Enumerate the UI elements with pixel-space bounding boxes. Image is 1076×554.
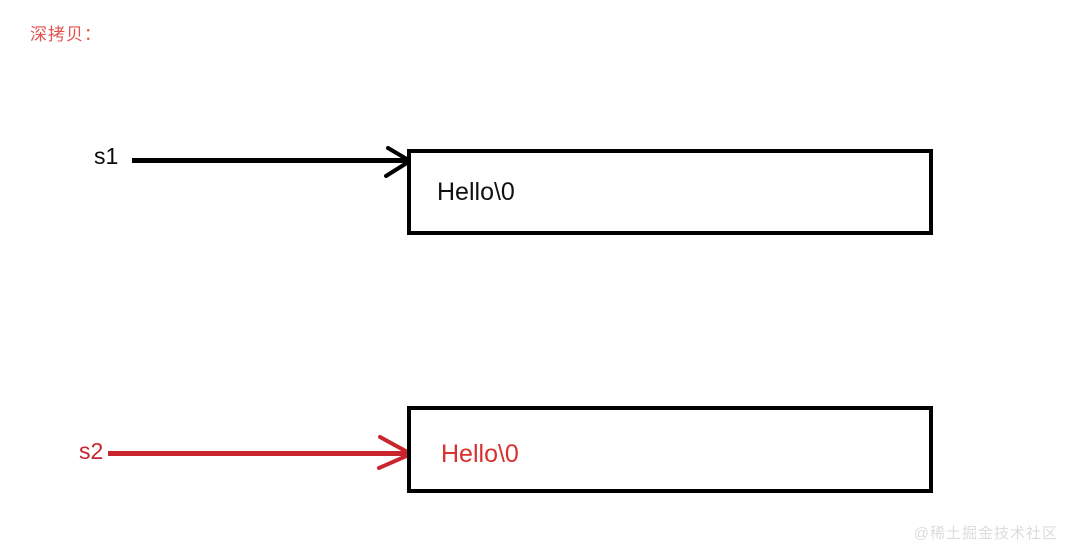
memory-box-copy-text: Hello\0 <box>441 440 519 468</box>
pointer-label-s1: s1 <box>94 143 119 169</box>
pointer-arrow-s2 <box>108 435 413 470</box>
memory-box-copy <box>407 406 933 493</box>
watermark: @稀土掘金技术社区 <box>913 525 1058 542</box>
diagram-title: 深拷贝： <box>30 25 102 44</box>
pointer-arrow-s1 <box>132 146 412 178</box>
memory-box-original-text: Hello\0 <box>437 178 515 206</box>
pointer-label-s2: s2 <box>79 438 104 464</box>
memory-box-original <box>407 149 933 235</box>
